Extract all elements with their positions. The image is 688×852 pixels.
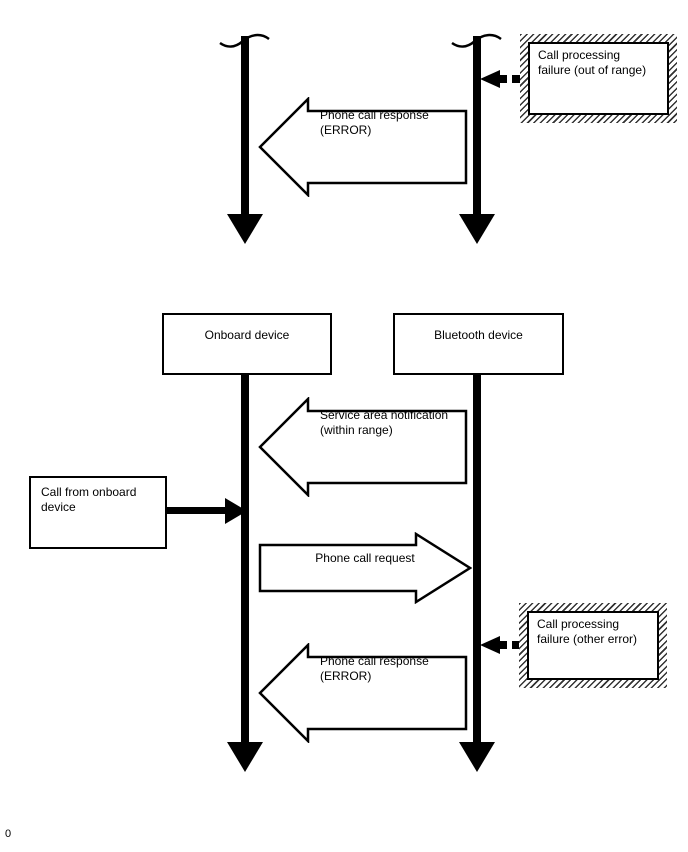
- lifeline-bluetooth: [473, 374, 481, 744]
- message-arrow-label: Service area notification (within range): [320, 408, 449, 437]
- message-arrow-service-area: Service area notification (within range): [258, 397, 468, 497]
- left-arrow-shape-icon: [258, 97, 468, 197]
- bluetooth-device-box: Bluetooth device: [393, 313, 564, 375]
- dashed-arrow-shaft: [499, 641, 520, 649]
- message-arrow-label: Phone call response (ERROR): [320, 654, 429, 683]
- message-arrow-request: Phone call request: [258, 532, 472, 604]
- lifeline-arrowhead-icon: [459, 742, 495, 772]
- lifeline-arrowhead-icon: [227, 742, 263, 772]
- onboard-device-box: Onboard device: [162, 313, 332, 375]
- dashed-arrowhead-icon: [480, 636, 500, 654]
- lifeline-arrowhead-icon: [227, 214, 263, 244]
- left-arrow-shape-icon: [258, 397, 468, 497]
- failure-note-out-of-range: Call processing failure (out of range): [520, 34, 677, 123]
- message-arrow-label: Phone call request: [315, 551, 415, 565]
- failure-note-text: Call processing failure (out of range): [528, 42, 669, 115]
- lifeline-onboard-top: [241, 36, 249, 220]
- failure-note-text: Call processing failure (other error): [527, 611, 659, 680]
- page-corner-label: 0: [5, 828, 12, 840]
- dashed-arrow-shaft: [499, 75, 520, 83]
- lifeline-bluetooth-top: [473, 36, 481, 220]
- message-arrow-response-main: Phone call response (ERROR): [258, 643, 468, 743]
- bluetooth-device-label: Bluetooth device: [434, 328, 523, 342]
- message-arrow-response-top: Phone call response (ERROR): [258, 97, 468, 197]
- lifeline-break-icon: [219, 33, 270, 48]
- failure-note-other-error: Call processing failure (other error): [519, 603, 667, 688]
- lifeline-break-icon: [451, 33, 502, 48]
- onboard-device-label: Onboard device: [204, 328, 290, 342]
- lifeline-arrowhead-icon: [459, 214, 495, 244]
- dashed-arrowhead-icon: [480, 70, 500, 88]
- solid-arrowhead-icon: [225, 498, 247, 524]
- solid-arrow-shaft: [167, 507, 227, 514]
- message-arrow-label: Phone call response (ERROR): [320, 108, 429, 137]
- call-from-onboard-box: Call from onboard device: [29, 476, 167, 549]
- right-arrow-shape-icon: [258, 532, 472, 604]
- lifeline-onboard: [241, 374, 249, 744]
- left-arrow-shape-icon: [258, 643, 468, 743]
